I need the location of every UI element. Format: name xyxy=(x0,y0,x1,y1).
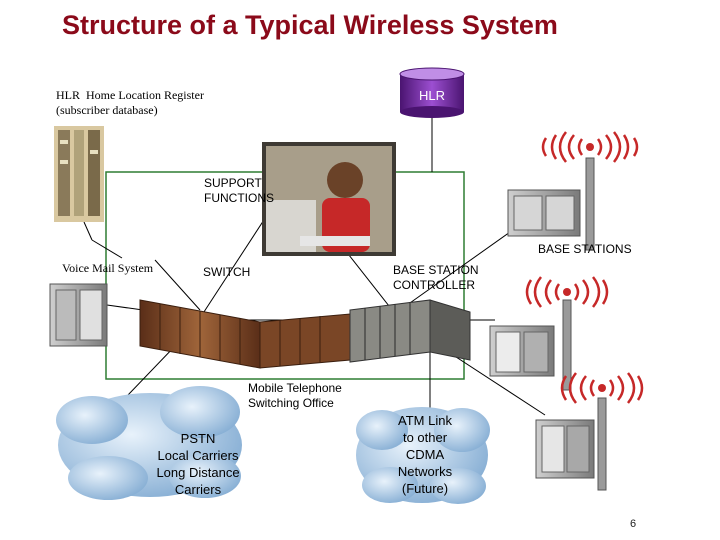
hlr-description-line: HLR Home Location Register xyxy=(56,88,204,102)
bsc-line: CONTROLLER xyxy=(393,278,476,292)
hlr-label: HLR xyxy=(418,88,445,103)
bsc-bs1-link xyxy=(399,224,521,311)
hlr-server-room-photo xyxy=(54,126,104,222)
atm-line: CDMA xyxy=(405,447,445,462)
atm-line: Networks xyxy=(397,464,453,479)
hlr-database-icon xyxy=(399,67,465,118)
atm-label: ATM Link to other CDMA Networks (Future) xyxy=(384,412,466,497)
hlr-description: HLR Home Location Register (subscriber d… xyxy=(56,88,204,118)
pstn-cloud-icon xyxy=(56,386,242,500)
support-line: FUNCTIONS xyxy=(204,191,274,205)
slide-title: Structure of a Typical Wireless System xyxy=(62,10,558,40)
base-station-controller-photo xyxy=(349,299,471,363)
voicemail-link xyxy=(154,259,201,311)
signal-waves-icon xyxy=(525,276,609,308)
support-functions-label: SUPPORT FUNCTIONS xyxy=(204,176,274,206)
mtso-label: Mobile Telephone Switching Office xyxy=(248,381,342,411)
base-stations-label: BASE STATIONS xyxy=(538,242,632,256)
support-functions-photo xyxy=(262,142,396,256)
page-number: 6 xyxy=(630,518,637,530)
base-station-1 xyxy=(507,131,639,251)
bsc-label: BASE STATION CONTROLLER xyxy=(393,263,479,293)
atm-cloud-icon xyxy=(356,407,490,504)
base-station-2 xyxy=(489,276,609,391)
atm-line: to other xyxy=(402,430,448,445)
atm-line: ATM Link xyxy=(398,413,452,428)
voice-mail-label: Voice Mail System xyxy=(62,261,154,275)
switch-cabinets-photo xyxy=(139,299,351,369)
support-line: SUPPORT xyxy=(204,176,262,190)
pstn-line: Long Distance xyxy=(156,465,240,480)
base-station-3 xyxy=(535,372,644,491)
voice-mail-photo xyxy=(49,283,108,347)
hlr-desc-link xyxy=(83,221,93,241)
signal-waves-icon xyxy=(560,372,644,404)
hlr-description-line: (subscriber database) xyxy=(56,103,158,117)
pstn-line: Carriers xyxy=(174,482,222,497)
pstn-line: Local Carriers xyxy=(157,448,239,463)
signal-waves-icon xyxy=(541,131,639,163)
mtso-line: Switching Office xyxy=(248,396,334,410)
atm-line: (Future) xyxy=(401,481,449,496)
pstn-line: PSTN xyxy=(180,431,216,446)
pstn-label: PSTN Local Carriers Long Distance Carrie… xyxy=(138,430,258,498)
mtso-line: Mobile Telephone xyxy=(248,381,342,395)
bsc-line: BASE STATION xyxy=(393,263,479,277)
switch-label: SWITCH xyxy=(203,265,251,279)
